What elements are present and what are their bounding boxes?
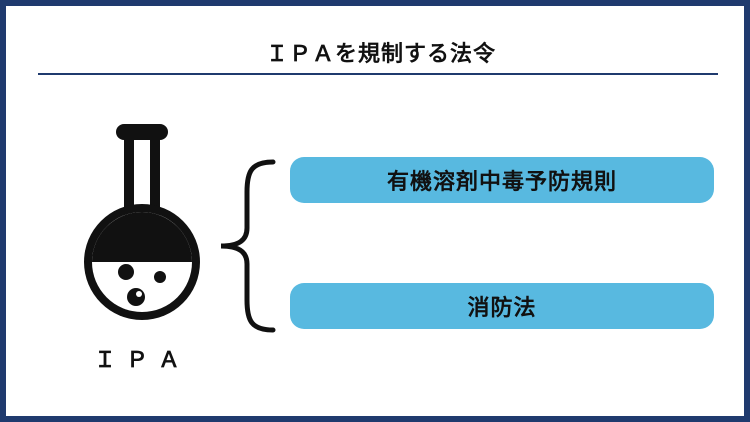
title-underline: [38, 73, 718, 75]
law-organic-solvent: 有機溶剤中毒予防規則: [290, 157, 714, 203]
slide-title: ＩＰＡを規制する法令: [265, 42, 496, 67]
ipa-label: ＩＰＡ: [93, 348, 190, 373]
curly-brace-icon: [220, 159, 276, 333]
flask-icon: [84, 124, 200, 320]
law-fire-service: 消防法: [290, 283, 714, 329]
